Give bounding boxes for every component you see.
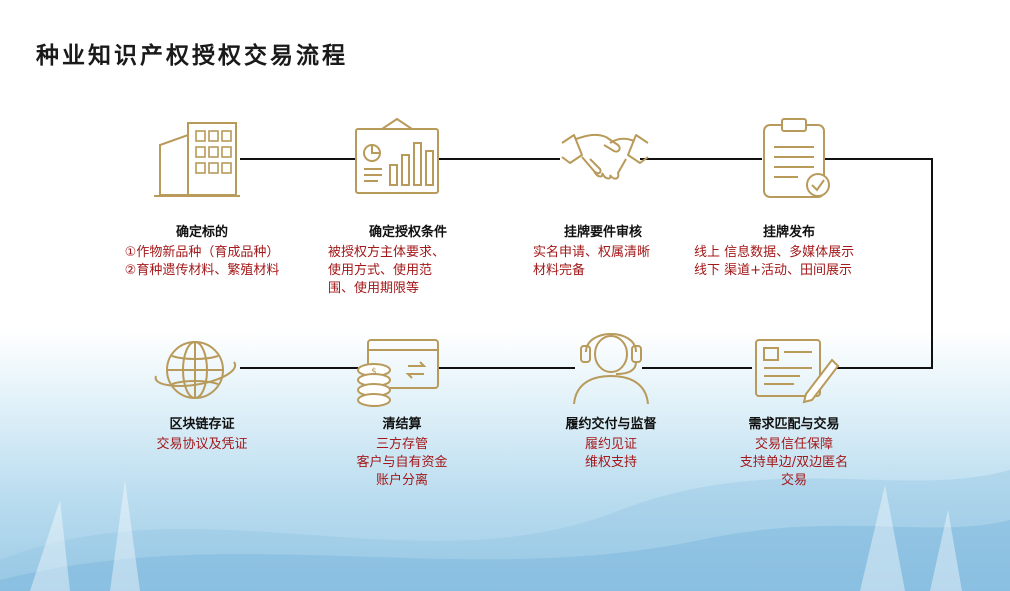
card-coins-icon: $ <box>357 339 439 407</box>
handshake-icon <box>561 133 649 180</box>
step-desc-line: 交易信任保障 <box>754 437 833 452</box>
step-title: 区块链存证 <box>169 417 235 432</box>
globe-icon <box>154 341 237 399</box>
step-title: 挂牌发布 <box>762 225 815 240</box>
step-desc-line: 实名申请、权属清晰 <box>533 245 651 260</box>
step-desc-line: 使用方式、使用范 <box>328 263 433 278</box>
step-desc-line: 账户分离 <box>375 473 428 488</box>
step-desc-line: ②育种遗传材料、繁殖材料 <box>124 263 280 278</box>
clipboard-check-icon <box>763 118 830 198</box>
building-icon <box>154 122 240 197</box>
svg-text:$: $ <box>371 367 377 377</box>
step-desc-line: 线上 信息数据、多媒体展示 <box>694 245 855 260</box>
step-desc-line: ①作物新品种（育成品种） <box>124 245 280 260</box>
step-desc-line: 履约见证 <box>584 437 637 452</box>
step-title: 清结算 <box>382 417 422 432</box>
step-6: 履约交付与监督 履约见证 维权支持 <box>506 416 716 472</box>
step-4: 挂牌发布 线上 信息数据、多媒体展示 线下 渠道+活动、田间展示 <box>694 224 904 280</box>
background-gradient <box>0 330 1010 591</box>
presentation-chart-icon <box>355 117 439 194</box>
step-8: 区块链存证 交易协议及凭证 <box>97 416 307 454</box>
customer-service-icon <box>573 333 649 404</box>
step-3: 挂牌要件审核 实名申请、权属清晰 材料完备 <box>533 224 693 280</box>
step-desc-line: 交易协议及凭证 <box>156 437 248 452</box>
step-desc-line: 被授权方主体要求、 <box>328 245 446 260</box>
contract-sign-icon <box>755 339 840 404</box>
step-1: 确定标的 ①作物新品种（育成品种） ②育种遗传材料、繁殖材料 <box>97 224 307 280</box>
step-desc-line: 支持单边/双边匿名 <box>739 455 849 470</box>
step-desc-line: 维权支持 <box>584 455 637 470</box>
step-title: 需求匹配与交易 <box>748 417 840 432</box>
flow-line <box>824 158 933 369</box>
step-2: 确定授权条件 被授权方主体要求、 使用方式、使用范 围、使用期限等 <box>328 224 488 298</box>
step-desc-line: 线下 渠道+活动、田间展示 <box>694 263 853 278</box>
step-title: 挂牌要件审核 <box>563 225 642 240</box>
step-desc-line: 围、使用期限等 <box>328 281 420 296</box>
background-wave <box>0 470 1010 591</box>
step-title: 履约交付与监督 <box>565 417 657 432</box>
step-desc-line: 材料完备 <box>533 263 586 278</box>
step-desc-line: 交易 <box>780 473 807 488</box>
step-desc-line: 三方存管 <box>375 437 428 452</box>
step-desc-line: 客户与自有资金 <box>356 455 448 470</box>
step-title: 确定授权条件 <box>368 225 447 240</box>
step-title: 确定标的 <box>175 225 228 240</box>
step-5: 需求匹配与交易 交易信任保障 支持单边/双边匿名 交易 <box>689 416 899 490</box>
step-7: 清结算 三方存管 客户与自有资金 账户分离 <box>297 416 507 490</box>
page-title: 种业知识产权授权交易流程 <box>36 42 348 69</box>
